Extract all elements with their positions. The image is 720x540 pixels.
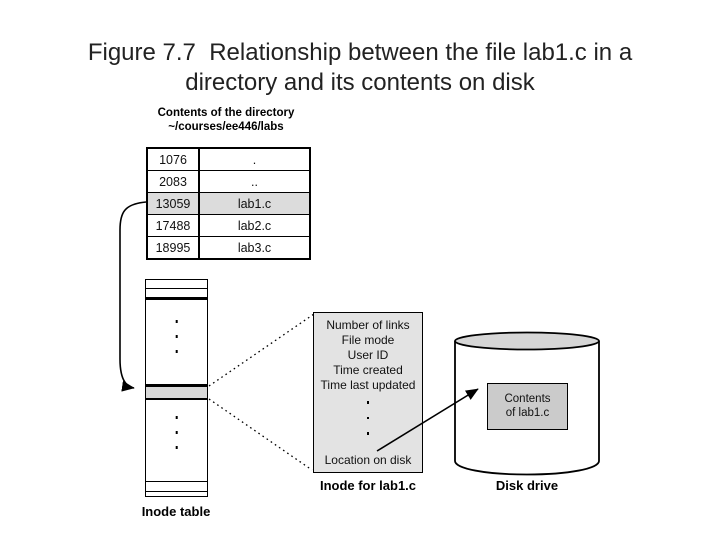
inode-table-row-line: [146, 397, 207, 400]
figure-title-line2: directory and its contents on disk: [185, 69, 535, 96]
inode-table-label: Inode table: [141, 504, 211, 519]
dot: [366, 432, 370, 435]
inode-box-label: Inode for lab1.c: [319, 478, 417, 493]
inode-number-cell: 17488: [148, 215, 200, 236]
disk-contents-box: Contents of lab1.c: [487, 383, 568, 430]
disk-contents-line1: Contents: [504, 393, 551, 405]
inode-entry-lab1-highlighted: [146, 386, 207, 398]
ellipsis-dots: [175, 320, 178, 353]
directory-row: 1076 .: [148, 149, 309, 170]
ellipsis-dots: [175, 416, 178, 449]
directory-header: Contents of the directory ~/courses/ee44…: [136, 107, 316, 134]
inode-number-cell: 18995: [148, 237, 200, 258]
filename-cell: .: [252, 152, 257, 167]
inode-field: User ID: [347, 348, 389, 362]
disk-drive-label: Disk drive: [495, 478, 559, 493]
dot: [175, 446, 178, 449]
filename-cell: lab3.c: [237, 240, 272, 255]
inode-field: File mode: [341, 333, 395, 347]
inode-table-row-line: [146, 384, 207, 387]
directory-table: 1076 . 2083 .. 13059 lab1.c 17488 lab2.c…: [146, 147, 311, 260]
dot: [175, 350, 178, 353]
filename-cell: lab1.c: [237, 196, 272, 211]
directory-row: 18995 lab3.c: [148, 236, 309, 258]
figure-title-line1: Figure 7.7 Relationship between the file…: [87, 39, 633, 66]
inode-field: Time last updated: [320, 378, 416, 392]
dot: [175, 320, 178, 323]
disk-cylinder-top: [454, 331, 600, 351]
disk-contents-line2: of lab1.c: [505, 406, 550, 419]
dot: [175, 416, 178, 419]
inode-table-row-line: [146, 481, 207, 483]
directory-row-lab1-highlighted: 13059 lab1.c: [148, 192, 309, 214]
dot: [175, 431, 178, 434]
filename-cell: lab2.c: [237, 218, 272, 233]
inode-field: Number of links: [326, 318, 410, 332]
inode-table-row-line: [146, 288, 207, 290]
inode-number-cell: 2083: [148, 171, 200, 192]
filename-cell: ..: [251, 174, 258, 189]
inode-detail-box: Number of links File mode User ID Time c…: [313, 312, 423, 473]
directory-header-line1: Contents of the directory: [157, 107, 295, 119]
directory-to-inode-arrow: [119, 201, 147, 392]
dot: [175, 335, 178, 338]
dot: [366, 401, 370, 404]
inode-field-location: Location on disk: [324, 453, 412, 467]
directory-row: 17488 lab2.c: [148, 214, 309, 236]
dot: [366, 416, 370, 420]
inode-table-row-line: [146, 491, 207, 493]
ellipsis-dots: [314, 401, 422, 435]
inode-table-row-line: [146, 297, 207, 300]
inode-number-cell: 13059: [148, 193, 200, 214]
inode-table: [145, 279, 208, 497]
zoom-dotted-line-bottom: [208, 398, 313, 471]
inode-number-cell: 1076: [148, 149, 200, 170]
inode-fields: Number of links File mode User ID Time c…: [314, 313, 422, 393]
directory-row: 2083 ..: [148, 170, 309, 192]
inode-field: Time created: [333, 363, 403, 377]
zoom-dotted-line-top: [208, 313, 315, 387]
figure-title: Figure 7.7 Relationship between the file…: [0, 38, 720, 98]
directory-header-line2: ~/courses/ee446/labs: [168, 120, 284, 133]
